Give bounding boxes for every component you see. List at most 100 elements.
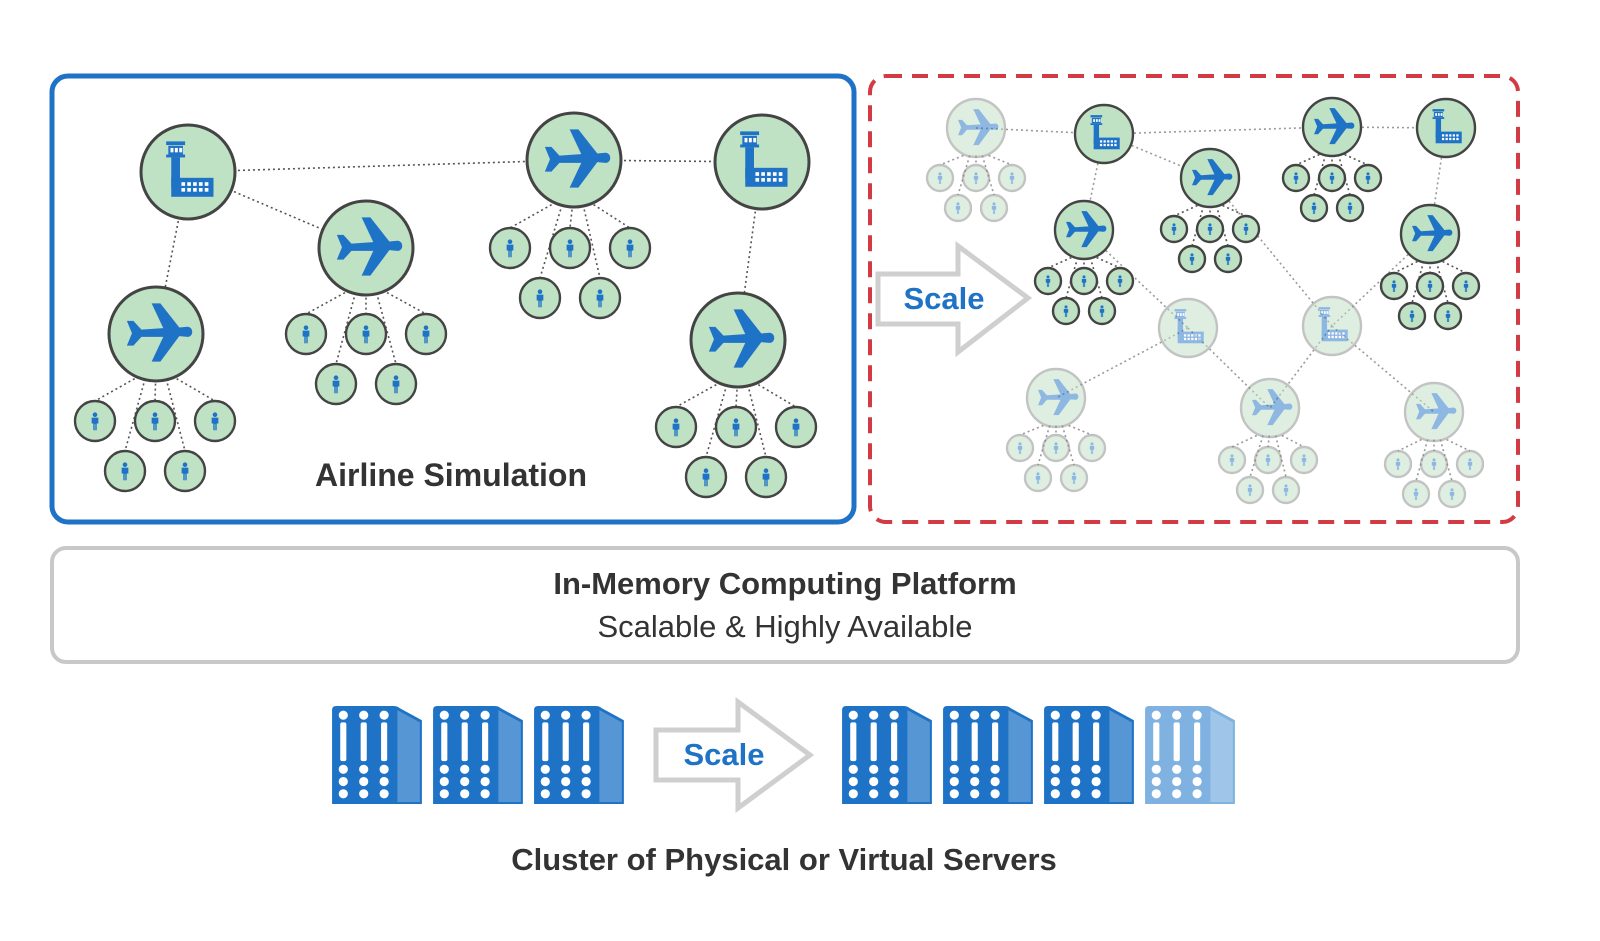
passenger-node	[1281, 163, 1311, 193]
passenger-node	[1077, 433, 1107, 463]
passenger-node	[943, 193, 973, 223]
airport-node	[1073, 103, 1135, 165]
passenger-node	[925, 163, 955, 193]
connection-line	[757, 383, 797, 408]
arrow-right-icon	[875, 241, 1033, 358]
connection-line	[1019, 424, 1044, 436]
airplane-node	[525, 111, 623, 209]
connection-line	[1446, 438, 1471, 452]
connection-line	[675, 383, 717, 408]
platform-title: In-Memory Computing Platform	[553, 566, 1016, 601]
passenger-node	[1271, 475, 1301, 505]
connection-line	[1096, 256, 1121, 269]
passenger-node	[1299, 193, 1329, 223]
passenger-node	[1437, 479, 1467, 509]
server-rack-icon	[943, 706, 1033, 804]
platform-subtitle: Scalable & Highly Available	[597, 609, 972, 644]
connection-line	[1397, 438, 1422, 452]
airplane-node	[317, 199, 415, 297]
passenger-node	[548, 226, 592, 270]
airplane-node	[945, 97, 1007, 159]
airport-node	[1157, 297, 1219, 359]
passenger-node	[654, 405, 698, 449]
passenger-node	[1051, 296, 1081, 326]
connection-line	[1222, 204, 1247, 217]
connection-line	[735, 384, 739, 408]
passenger-node	[1383, 449, 1413, 479]
passenger-node	[344, 312, 388, 356]
connection-line	[1442, 260, 1467, 274]
airplane-node	[1025, 367, 1087, 429]
connection-line	[1231, 434, 1258, 448]
server-rack-icon	[433, 706, 523, 804]
passenger-node	[1433, 301, 1463, 331]
passenger-node	[1317, 163, 1347, 193]
passenger-node	[997, 163, 1027, 193]
passenger-node	[103, 449, 147, 493]
passenger-node	[488, 226, 532, 270]
passenger-node	[163, 449, 207, 493]
passenger-node	[193, 399, 237, 443]
passenger-node	[1289, 445, 1319, 475]
connection-line	[1281, 434, 1305, 448]
passenger-node	[1335, 193, 1365, 223]
airplane-node	[107, 285, 205, 383]
passenger-node	[404, 312, 448, 356]
scale-label-bottom: Scale	[683, 737, 764, 772]
passenger-node	[979, 193, 1009, 223]
connection-line	[305, 291, 346, 315]
passenger-node	[608, 226, 652, 270]
passenger-node	[1397, 301, 1427, 331]
passenger-node	[1451, 271, 1481, 301]
server-rack-icon	[842, 706, 932, 804]
passenger-node	[1217, 445, 1247, 475]
arrow-right-icon	[653, 697, 815, 813]
connection-line	[988, 154, 1013, 166]
passenger-node	[1419, 449, 1449, 479]
connection-line	[154, 378, 157, 402]
connection-line	[1083, 229, 1189, 329]
connection-line	[1393, 260, 1418, 274]
airline-simulation-label: Airline Simulation	[315, 457, 587, 493]
connection-line	[939, 154, 964, 166]
passenger-node	[1005, 433, 1035, 463]
server-rack-icon	[332, 706, 422, 804]
passenger-node	[73, 399, 117, 443]
passenger-node	[1195, 214, 1225, 244]
passenger-node	[1069, 266, 1099, 296]
passenger-node	[1253, 445, 1283, 475]
passenger-node	[961, 163, 991, 193]
passenger-node	[133, 399, 177, 443]
server-rack-icon	[534, 706, 624, 804]
passenger-node	[1231, 214, 1261, 244]
connection-line	[569, 204, 574, 229]
passenger-node	[1401, 479, 1431, 509]
airport-node	[1301, 295, 1363, 357]
connection-line	[386, 291, 427, 315]
connection-line	[176, 377, 216, 402]
connection-line	[1103, 126, 1333, 135]
passenger-node	[1379, 271, 1409, 301]
passenger-node	[744, 455, 788, 499]
scale-label-top: Scale	[903, 281, 984, 316]
airport-node	[713, 113, 811, 211]
connection-line	[1047, 256, 1072, 269]
airline-network-left	[73, 111, 818, 499]
airplane-node	[1239, 377, 1301, 439]
passenger-node	[1353, 163, 1383, 193]
connection-line	[593, 203, 631, 229]
passenger-node	[774, 405, 818, 449]
passenger-node	[1087, 296, 1117, 326]
connection-line	[1295, 153, 1320, 166]
scaled-simulation-panel	[868, 74, 1520, 524]
connection-line	[1344, 153, 1369, 166]
passenger-node	[1213, 244, 1243, 274]
passenger-node	[1023, 463, 1053, 493]
passenger-node	[1041, 433, 1071, 463]
connection-line	[509, 203, 552, 229]
passenger-node	[374, 362, 418, 406]
passenger-node	[1059, 463, 1089, 493]
airport-node	[1415, 97, 1477, 159]
passenger-node	[314, 362, 358, 406]
